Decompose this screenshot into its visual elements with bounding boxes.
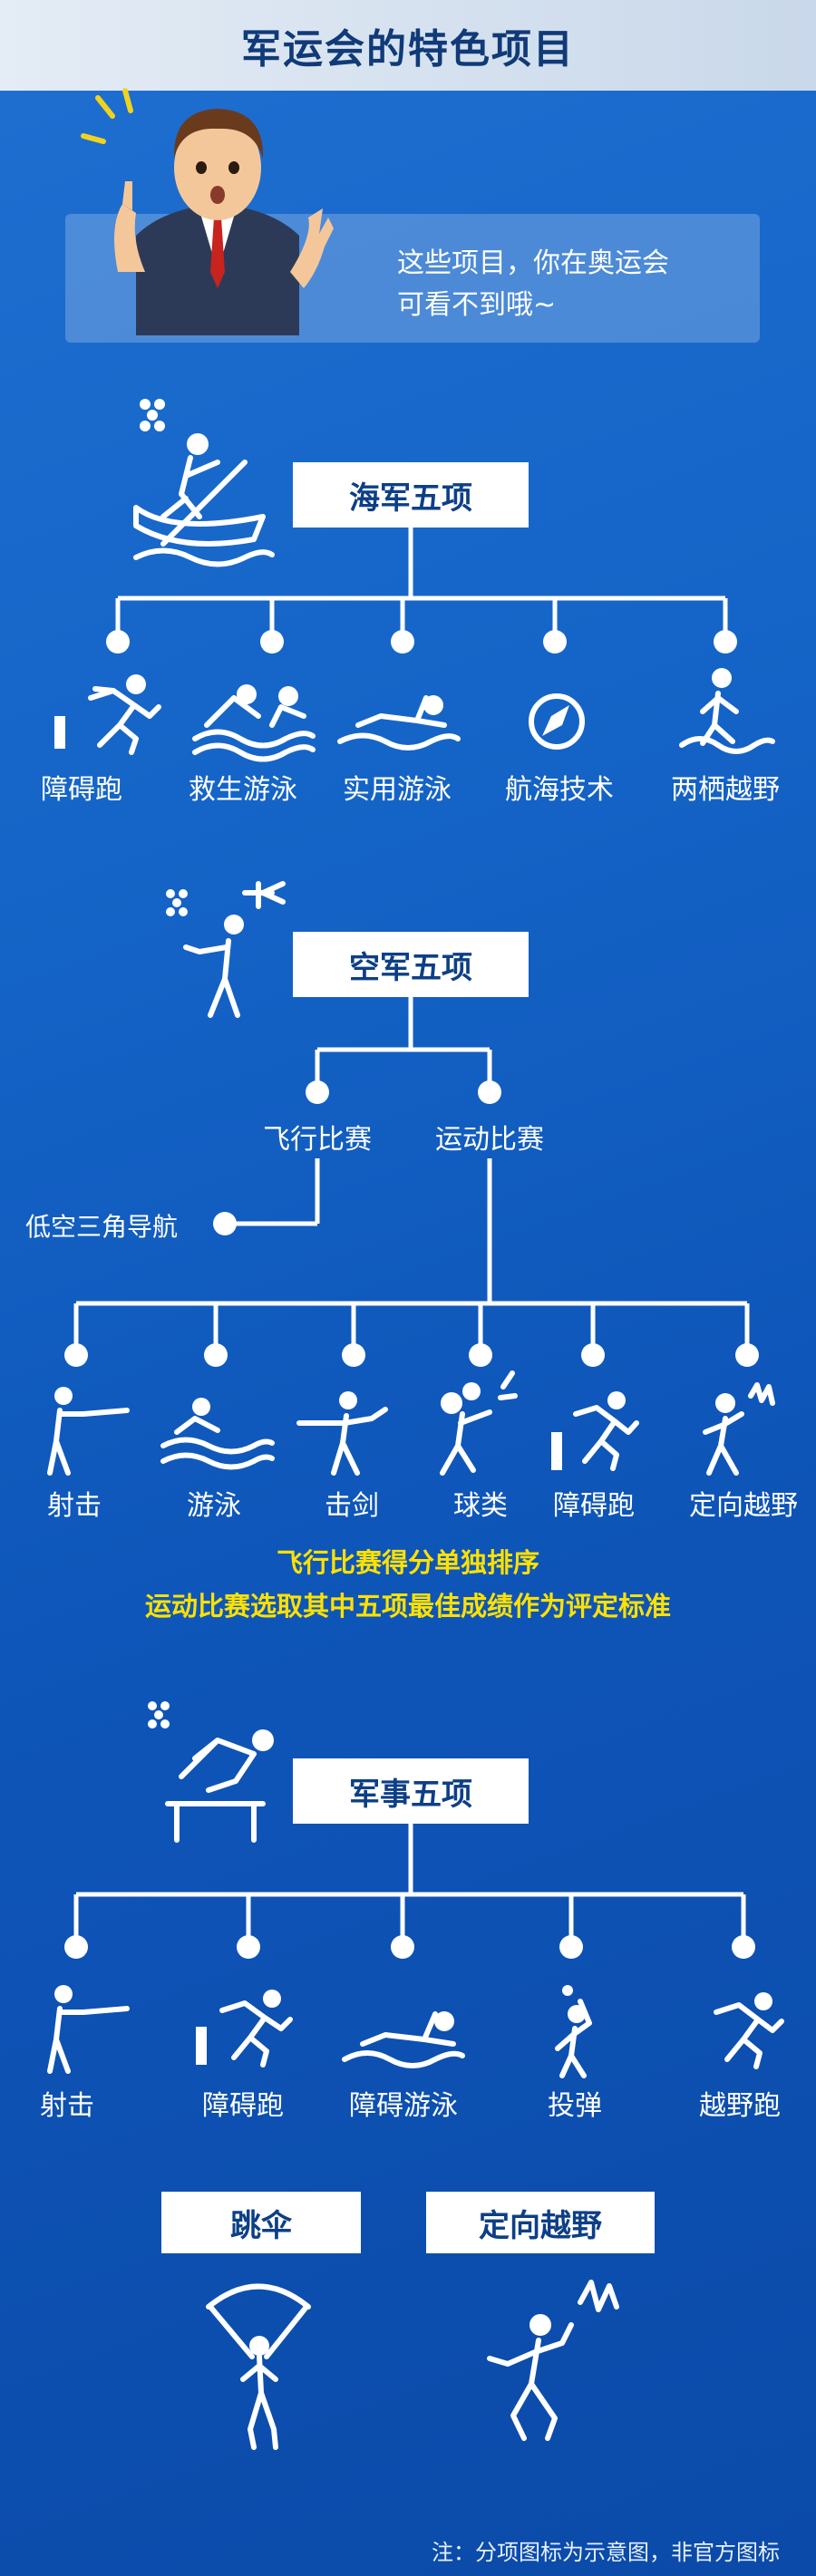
military-header: 军事五项 (293, 1758, 529, 1824)
military-section-icon (148, 1701, 274, 1843)
title-bar: 军运会的特色项目 (0, 0, 816, 91)
orienteering-icon (487, 2280, 619, 2441)
military-header-label: 军事五项 (349, 1776, 472, 1813)
lifesaving-swim-icon (192, 684, 316, 762)
cross-country-run-icon (714, 1992, 784, 2069)
intro-text: 这些项目，你在奥运会 可看不到哦~ (397, 243, 669, 326)
grenade-throw-icon (555, 1985, 592, 2078)
air-branch-node (478, 1080, 501, 1104)
air-node (581, 1343, 605, 1367)
military-item-label: 投弹 (548, 2090, 602, 2122)
military-node (391, 1935, 414, 1959)
air-section-icon (166, 881, 286, 1018)
military-node (732, 1935, 755, 1959)
air-item-label: 击剑 (325, 1490, 379, 1522)
navy-node (714, 630, 737, 654)
obstacle-run-icon (196, 1990, 293, 2068)
navy-node (260, 630, 284, 654)
parachute-label: 跳伞 (230, 2207, 292, 2244)
navy-node (106, 630, 130, 654)
orienteering-header: 定向越野 (426, 2192, 655, 2253)
air-note-line-1: 飞行比赛得分单独排序 (276, 1547, 539, 1578)
obstacle-swim-icon (342, 2011, 465, 2068)
air-node (735, 1343, 759, 1367)
air-header: 空军五项 (293, 932, 529, 997)
military-tree (64, 1824, 755, 1959)
air-branch-node (306, 1080, 329, 1104)
intro-line-1: 这些项目，你在奥运会 (397, 247, 669, 279)
ball-game-icon (440, 1370, 518, 1476)
navy-header-label: 海军五项 (349, 479, 472, 517)
air-node (204, 1343, 228, 1367)
air-note: 飞行比赛得分单独排序 运动比赛选取其中五项最佳成绩作为评定标准 (0, 1541, 816, 1628)
navy-item-label: 障碍跑 (41, 774, 122, 806)
navy-item-label: 救生游泳 (189, 774, 297, 806)
practical-swim-icon (337, 695, 461, 751)
air-flight-sub: 低空三角导航 (25, 1212, 179, 1242)
page-title: 军运会的特色项目 (241, 26, 575, 73)
military-item-label: 射击 (40, 2090, 94, 2122)
rowing-icon (133, 399, 275, 567)
air-branch-flight: 飞行比赛 (263, 1124, 372, 1156)
navy-header: 海军五项 (293, 462, 529, 528)
navy-node (391, 630, 414, 654)
navy-item-label: 实用游泳 (343, 774, 452, 806)
air-item-label: 球类 (453, 1490, 508, 1522)
air-node (64, 1343, 88, 1367)
fencing-icon (296, 1391, 388, 1476)
swimming-icon (160, 1398, 275, 1470)
compass-icon (529, 693, 585, 750)
air-item-label: 游泳 (187, 1490, 241, 1522)
military-item-label: 障碍游泳 (349, 2090, 458, 2122)
obstacle-run-icon (551, 1391, 639, 1471)
footnote: 注：分项图标为示意图，非官方图标 (432, 2540, 780, 2565)
navy-item-label: 航海技术 (505, 774, 614, 806)
navy-node (543, 630, 567, 654)
military-node (64, 1935, 88, 1959)
military-node (559, 1935, 583, 1959)
air-header-label: 空军五项 (349, 949, 472, 986)
air-tree (64, 997, 759, 1367)
parachute-header: 跳伞 (161, 2192, 361, 2253)
air-node (469, 1343, 492, 1367)
air-item-label: 射击 (47, 1490, 102, 1522)
air-sub-node (213, 1212, 237, 1235)
air-node (342, 1343, 365, 1367)
air-item-label: 定向越野 (689, 1490, 798, 1522)
obstacle-run-icon (54, 674, 161, 755)
intro-line-2: 可看不到哦~ (397, 289, 557, 321)
presenter-illustration (81, 88, 334, 335)
air-item-label: 障碍跑 (553, 1490, 635, 1522)
navy-item-label: 两栖越野 (671, 774, 780, 806)
navy-tree (106, 528, 737, 654)
shooting-icon (47, 1985, 130, 2074)
shooting-icon (47, 1387, 130, 1476)
military-node (237, 1935, 260, 1959)
orienteering-icon (703, 1382, 775, 1476)
orienteering-label: 定向越野 (479, 2207, 602, 2244)
amphibious-icon (679, 668, 775, 754)
parachute-icon (206, 2283, 311, 2450)
air-note-line-2: 运动比赛选取其中五项最佳成绩作为评定标准 (144, 1591, 671, 1622)
air-branch-sport: 运动比赛 (435, 1124, 544, 1156)
military-item-label: 障碍跑 (202, 2090, 284, 2122)
military-item-label: 越野跑 (699, 2090, 781, 2122)
